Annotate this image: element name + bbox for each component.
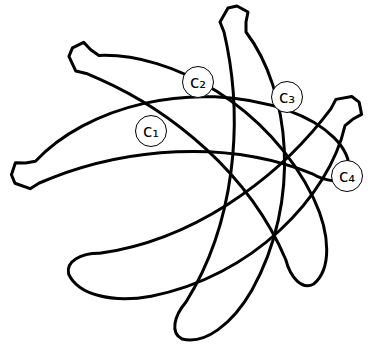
label-circle: c₁	[135, 115, 167, 147]
banana-outline	[37, 9, 374, 291]
banana-outline	[63, 54, 382, 351]
callout-label: c₃	[279, 89, 295, 106]
callout-label: c₄	[339, 168, 355, 185]
callout-label: c₁	[143, 123, 159, 140]
label-circle: c₃	[271, 81, 303, 113]
label-circle: c₄	[331, 160, 363, 192]
label-circle: c₂	[182, 66, 214, 98]
callout-label: c₂	[190, 74, 206, 91]
